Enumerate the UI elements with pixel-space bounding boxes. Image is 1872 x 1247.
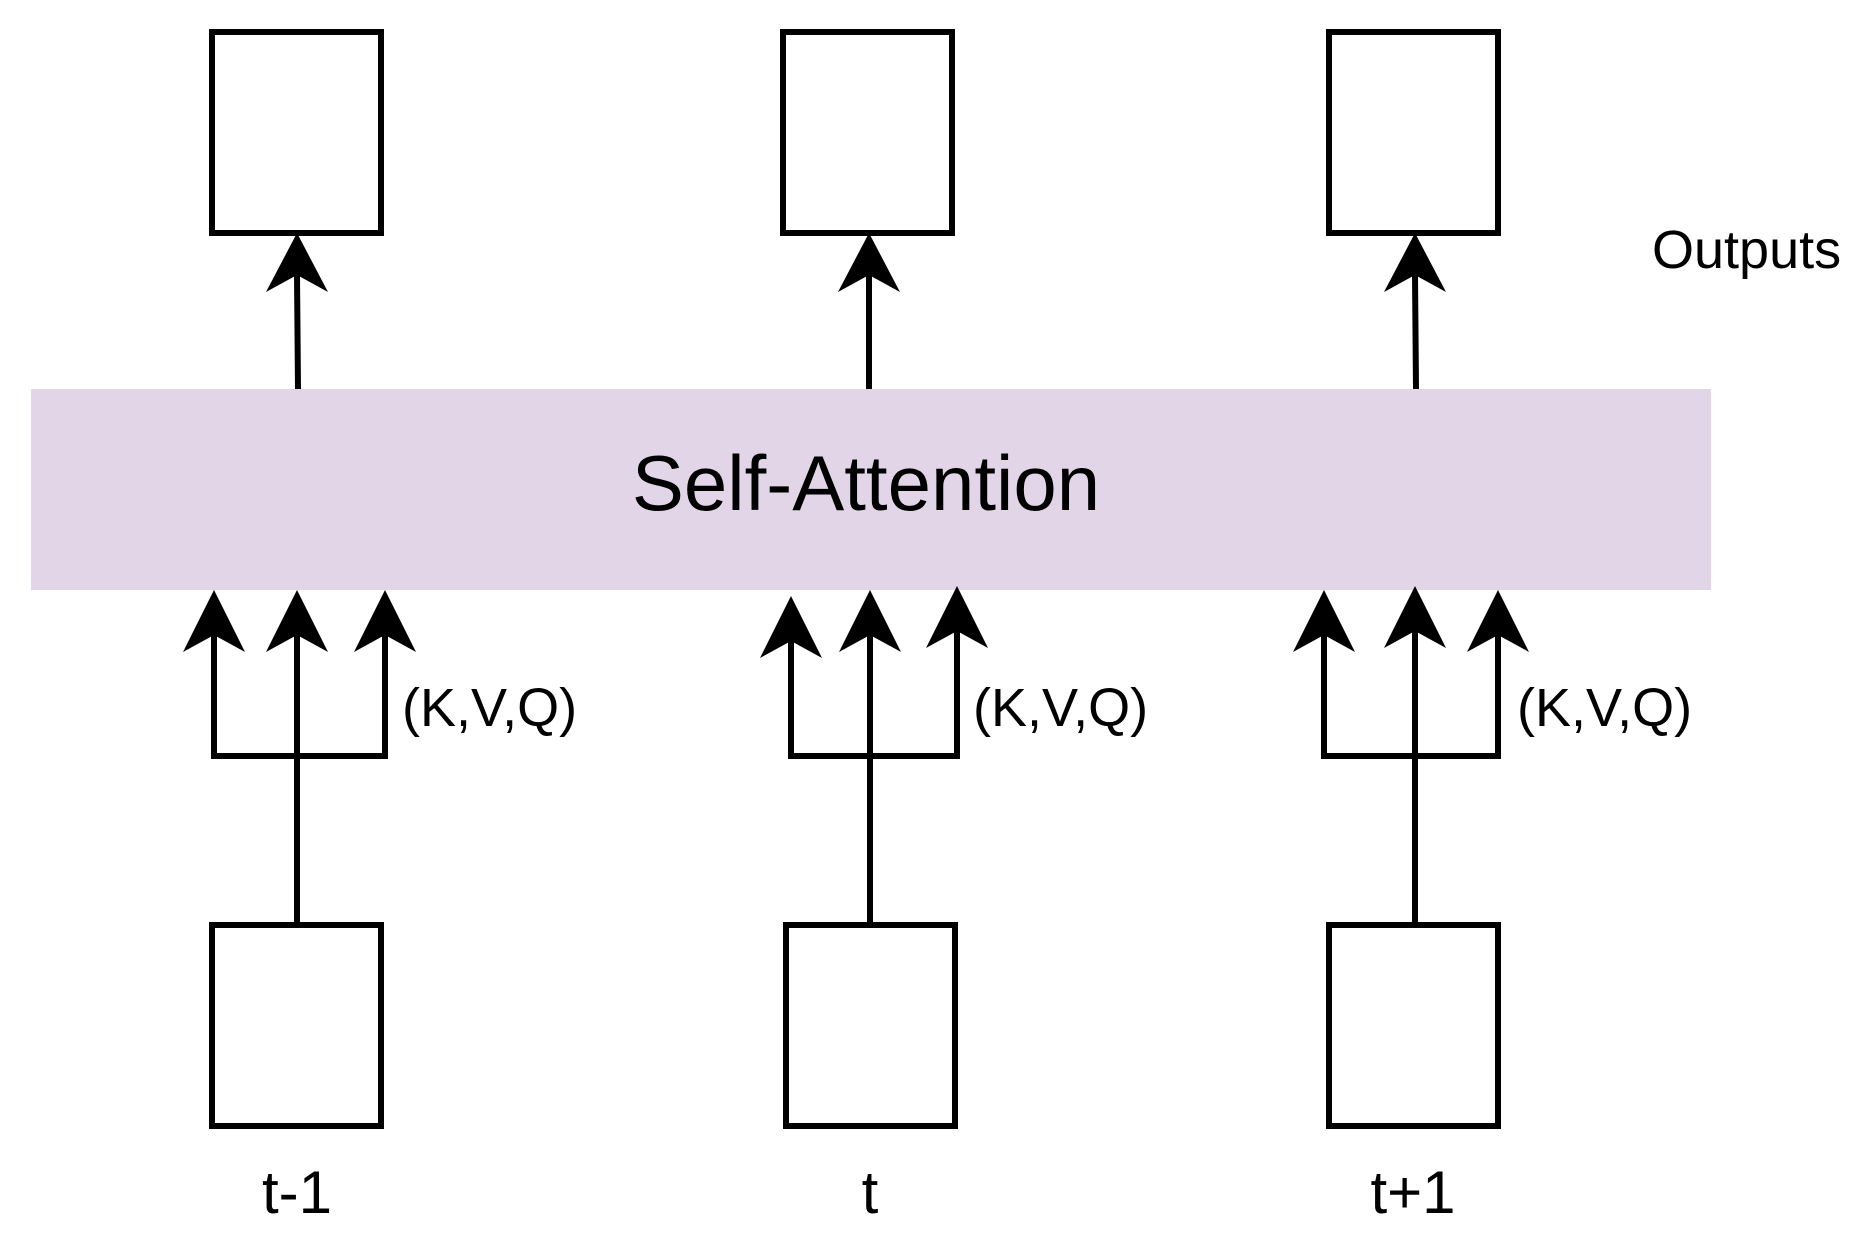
input-box	[783, 922, 958, 1129]
time-label: t	[862, 1159, 879, 1226]
output-box	[1326, 29, 1501, 236]
output-arrow-shaft	[294, 274, 301, 390]
value-arrow-head	[1384, 586, 1446, 648]
kvq-fork	[788, 630, 960, 759]
self-attention-label: Self-Attention	[632, 439, 1100, 527]
query-arrow-head	[1467, 590, 1529, 652]
kvq-label: (K,V,Q)	[402, 678, 577, 738]
key-arrow-head	[760, 596, 822, 658]
key-arrow-head	[1293, 590, 1355, 652]
outputs-label: Outputs	[1652, 220, 1841, 280]
kvq-label: (K,V,Q)	[1517, 678, 1692, 738]
kvq-fork	[211, 630, 388, 759]
output-box	[780, 29, 955, 236]
output-arrow-head	[266, 233, 328, 292]
time-label: t-1	[262, 1159, 332, 1226]
query-arrow-head	[354, 590, 416, 652]
self-attention-block	[31, 389, 1711, 590]
value-arrow-head	[839, 590, 901, 652]
kvq-fork	[1321, 630, 1501, 759]
value-arrow-head	[266, 590, 328, 652]
kvq-label: (K,V,Q)	[973, 678, 1148, 738]
input-box	[1326, 922, 1501, 1129]
column-t: (K,V,Q) t	[760, 29, 1148, 1226]
column-t-plus-1: (K,V,Q) t+1	[1293, 29, 1692, 1226]
query-arrow-head	[926, 586, 988, 648]
time-label: t+1	[1370, 1159, 1455, 1226]
output-arrow-shaft	[1412, 274, 1419, 390]
key-arrow-head	[183, 590, 245, 652]
output-box	[209, 29, 384, 236]
column-t-minus-1: (K,V,Q) t-1	[183, 29, 577, 1226]
input-box	[209, 922, 384, 1129]
output-arrow-head	[838, 233, 900, 292]
output-arrow-head	[1384, 233, 1446, 292]
